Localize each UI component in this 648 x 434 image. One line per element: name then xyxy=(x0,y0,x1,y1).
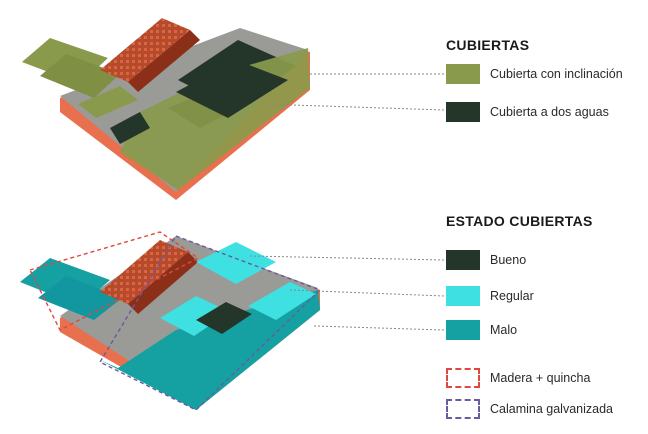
dark-patch xyxy=(110,112,150,144)
legend-label: Bueno xyxy=(490,253,527,267)
legend-label: Calamina galvanizada xyxy=(490,402,613,416)
tiled-building-b xyxy=(128,30,200,92)
swatch-malo xyxy=(446,320,480,340)
legend-item-cubierta-dos-aguas: Cubierta a dos aguas xyxy=(446,102,609,122)
malo-roof-main xyxy=(100,290,320,410)
green-strip xyxy=(78,86,138,118)
legend-item-regular: Regular xyxy=(446,286,534,306)
regular-roof-c xyxy=(248,282,316,320)
legend-label: Malo xyxy=(490,323,518,337)
legend-item-malo: Malo xyxy=(446,320,517,340)
cubiertas-legend-title: CUBIERTAS xyxy=(446,37,530,53)
roof-condition-axonometric xyxy=(20,231,322,411)
regular-roof-b xyxy=(160,296,230,336)
dark-central xyxy=(176,60,288,118)
legend-item-bueno: Bueno xyxy=(446,250,526,270)
swatch-calamina-outline xyxy=(446,399,480,419)
tiled-building xyxy=(100,18,190,82)
tiled-building-b xyxy=(128,252,198,314)
estado-legend-title: ESTADO CUBIERTAS xyxy=(446,213,593,229)
leader-line xyxy=(249,255,445,261)
swatch-bueno xyxy=(446,250,480,270)
roof-type-axonometric xyxy=(22,18,310,200)
left-wing-roof-b xyxy=(38,276,122,320)
legend-label: Cubierta a dos aguas xyxy=(490,105,609,119)
swatch-regular xyxy=(446,286,480,306)
regular-roof-a xyxy=(196,242,276,284)
outline-madera-quincha xyxy=(28,231,200,331)
legend-label: Cubierta con inclinación xyxy=(490,67,623,81)
swatch-green xyxy=(446,64,480,84)
leader-line xyxy=(289,289,445,297)
bueno-roof xyxy=(196,302,252,334)
left-wing-roof-b xyxy=(40,54,120,98)
legend-label: Regular xyxy=(490,289,534,303)
legend-item-cubierta-inclinacion: Cubierta con inclinación xyxy=(446,64,623,84)
legend-label: Madera + quincha xyxy=(490,371,591,385)
swatch-madera-outline xyxy=(446,368,480,388)
swatch-dark xyxy=(446,102,480,122)
legend-item-calamina: Calamina galvanizada xyxy=(446,399,613,419)
leader-line xyxy=(313,325,445,331)
legend-item-madera-quincha: Madera + quincha xyxy=(446,368,590,388)
tiled-building xyxy=(100,240,188,304)
